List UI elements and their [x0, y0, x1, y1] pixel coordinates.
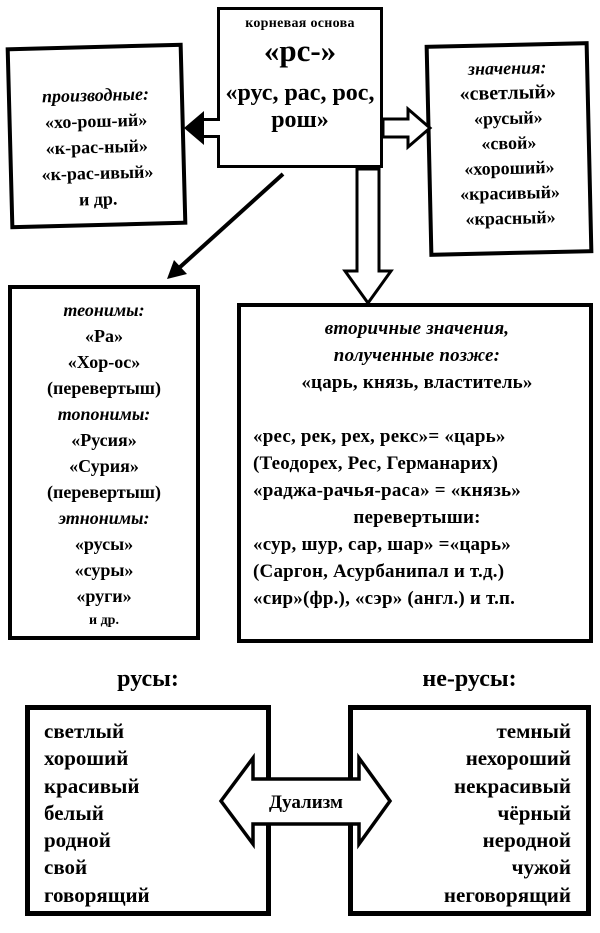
rus-trait: говорящий — [44, 882, 150, 907]
theonyms-title: теонимы: — [63, 300, 145, 320]
ne-rus-traits-box: темный нехороший некрасивый чёрный нерод… — [348, 705, 591, 916]
derivative-item-etc: и др. — [78, 188, 118, 210]
secondary-main-meaning: «царь, князь, властитель» — [301, 372, 533, 393]
onym-item: «Ра» — [85, 326, 123, 346]
rus-header: русы: — [117, 666, 179, 692]
secondary-item: «сур, шур, сар, шар» =«царь» — [253, 534, 511, 555]
rus-trait: хороший — [44, 746, 129, 771]
onym-item: «суры» — [74, 560, 134, 580]
dualism-label: Дуализм — [269, 792, 343, 813]
secondary-title-line: вторичные значения, — [324, 318, 510, 339]
meaning-item: «русый» — [473, 107, 543, 129]
onym-item-etc: и др. — [89, 613, 119, 628]
ne-rus-trait: некрасивый — [454, 773, 571, 798]
secondary-item: «раджа-рачья-раса» = «князь» — [253, 480, 521, 501]
secondary-meanings-box: вторичные значения, полученные позже: «ц… — [237, 303, 593, 643]
meaning-item: «хороший» — [464, 156, 555, 180]
onym-item: «Русия» — [71, 430, 137, 450]
ne-rus-trait: нехороший — [465, 746, 571, 771]
secondary-item: (Теодорех, Рес, Германарих) — [253, 453, 499, 474]
rus-trait: светлый — [44, 719, 125, 743]
onyms-box: теонимы: «Ра» «Хор-ос» (перевертыш) топо… — [8, 285, 200, 640]
meaning-item: «светлый» — [459, 80, 557, 106]
secondary-item: «рес, рек, рех, рекс»= «царь» — [253, 426, 506, 447]
ne-rus-trait: чужой — [511, 855, 571, 880]
rus-trait: белый — [44, 800, 104, 825]
root-stem-box: корневая основа «рс-» «рус, рас, рос, ро… — [217, 7, 383, 168]
blank-line — [253, 396, 581, 423]
toponyms-title: топонимы: — [57, 404, 151, 424]
inversions-title: перевертыши: — [353, 507, 481, 528]
ne-rus-header: не-русы: — [422, 666, 517, 692]
arrow-right-icon — [381, 105, 433, 151]
meaning-item: «красный» — [465, 206, 556, 230]
ne-rus-trait: неговорящий — [443, 882, 571, 907]
ne-rus-trait: чёрный — [497, 800, 571, 825]
onym-note: (перевертыш) — [47, 482, 161, 502]
onym-item: «русы» — [74, 534, 134, 554]
onym-item: «Сурия» — [69, 456, 139, 476]
arrow-down-icon — [342, 167, 394, 306]
rus-trait: свой — [44, 855, 88, 880]
derivatives-box: производные: «хо-рош-ий» «к-рас-ный» «к-… — [5, 42, 188, 230]
meaning-item: «красивый» — [459, 181, 561, 205]
root-box-title: корневая основа — [245, 16, 355, 31]
rus-trait: родной — [44, 828, 111, 853]
rus-trait: красивый — [44, 773, 140, 798]
secondary-item: (Саргон, Асурбанипал и т.д.) — [253, 561, 505, 582]
meanings-title: значения: — [467, 57, 547, 79]
ne-rus-trait: неродной — [482, 828, 571, 853]
rus-traits-box: светлый хороший красивый белый родной св… — [25, 705, 271, 916]
meanings-box: значения: «светлый» «русый» «свой» «хоро… — [424, 41, 594, 257]
root-stem: «рс-» — [263, 33, 337, 68]
secondary-title-line: полученные позже: — [333, 345, 501, 366]
meaning-item: «свой» — [481, 132, 537, 154]
secondary-item: «сир»(фр.), «сэр» (англ.) и т.п. — [253, 588, 516, 609]
ethnonyms-title: этнонимы: — [58, 508, 150, 528]
ne-rus-trait: темный — [496, 719, 571, 743]
onym-item: «Хор-ос» — [67, 352, 141, 372]
arrow-left-icon — [184, 111, 220, 145]
root-variants: «рус, рас, рос, рош» — [225, 80, 375, 133]
onym-note: (перевертыш) — [47, 378, 161, 398]
onym-item: «руги» — [76, 586, 132, 606]
